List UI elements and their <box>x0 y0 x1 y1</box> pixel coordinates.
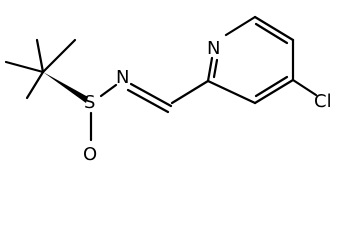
structure-canvas: S O N N Cl <box>4 15 332 165</box>
ring-bond-c2-n1 <box>206 56 214 83</box>
ring-bond-c6-c5 <box>253 15 295 42</box>
tbu-bond-methyl-top-left <box>35 38 45 74</box>
ring-nitrogen-label: N <box>207 38 220 59</box>
imine-group <box>126 79 210 114</box>
tbu-bond-methyl-left <box>4 60 45 74</box>
chlorine-label: Cl <box>314 91 332 112</box>
ring-carbon-chlorine-bond <box>291 78 318 97</box>
sulfinyl-group <box>89 83 118 142</box>
ring-bond-c3-c2 <box>206 79 257 105</box>
pyridine-ring <box>206 15 318 105</box>
tert-butyl-group <box>4 38 77 100</box>
tbu-bond-quaternary-carbon <box>25 70 45 100</box>
ring-bond-c4-c3-inner <box>254 75 289 98</box>
imine-double-bond-a <box>129 82 173 108</box>
imine-carbon-ring-bond <box>170 79 210 105</box>
ring-bond-n1-c6 <box>224 15 257 37</box>
ring-bond-c6-c5-inner <box>254 22 289 45</box>
molecule-structure: S O N N Cl <box>4 15 332 165</box>
sulfur-nitrogen-bond <box>99 83 118 98</box>
ring-bond-c2-n1-inner <box>212 58 219 79</box>
ring-bond-c4-c3 <box>253 78 295 105</box>
oxygen-label: O <box>83 144 97 165</box>
imine-nitrogen-label: N <box>116 67 129 88</box>
sulfur-label: S <box>84 92 95 113</box>
stereo-wedge-bond <box>43 72 88 103</box>
imine-double-bond-b <box>126 88 170 114</box>
tbu-bond-methyl-top-right <box>41 38 77 74</box>
